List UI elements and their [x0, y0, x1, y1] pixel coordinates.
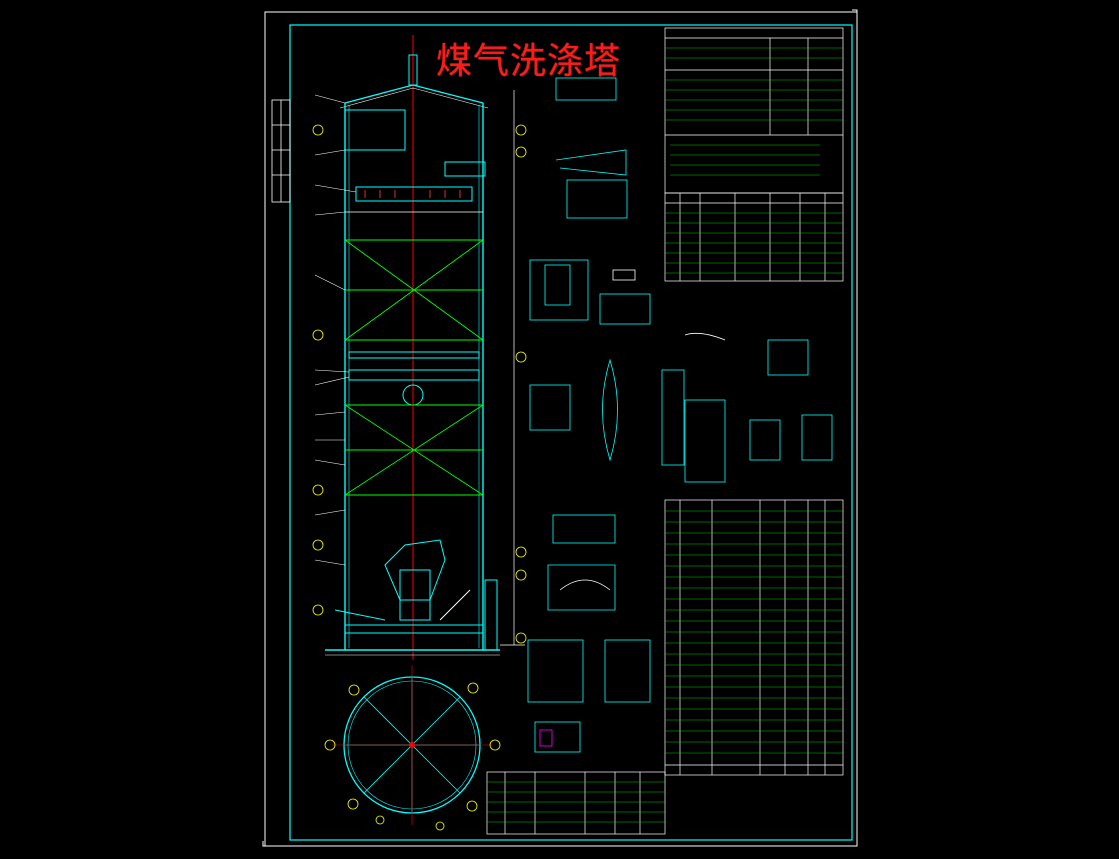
packing-bed-upper: [344, 239, 484, 341]
plan-section-view: [324, 665, 501, 831]
nozzle-table: [664, 192, 844, 282]
sheet-frame: [262, 9, 858, 847]
roof-cone: [344, 84, 484, 104]
drain-pipe: [484, 579, 498, 651]
left-callout-leaders: [314, 94, 357, 566]
detail-views: [527, 77, 833, 753]
parts-table-bottom: [486, 771, 666, 835]
demister-box: [344, 109, 406, 151]
bill-of-materials-table: [664, 499, 844, 776]
spray-distributor: [355, 186, 473, 202]
callout-bubbles: [312, 124, 527, 644]
technical-data-table: [664, 27, 844, 194]
mid-distributor: [348, 369, 480, 381]
inlet-nozzle: [444, 161, 486, 177]
packing-bed-lower: [344, 404, 484, 496]
drawing-title: 煤气洗涤塔: [436, 41, 622, 82]
left-revision-block: [271, 99, 291, 203]
vessel-elevation-view: [312, 35, 527, 660]
